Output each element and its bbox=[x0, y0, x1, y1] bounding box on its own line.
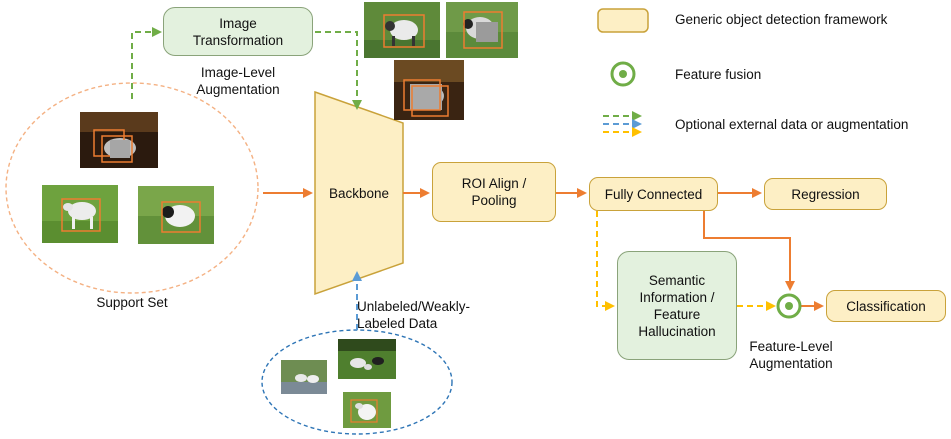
sheep-photo bbox=[446, 2, 518, 58]
legend-framework-label: Generic object detection framework bbox=[675, 12, 888, 27]
backbone-trapezoid bbox=[314, 90, 404, 296]
sheep-photo bbox=[338, 339, 396, 379]
roi-align-box: ROI Align / Pooling bbox=[432, 162, 556, 222]
sheep-photo bbox=[364, 2, 440, 58]
roi-align-label: ROI Align / Pooling bbox=[461, 176, 527, 208]
backbone-label: Backbone bbox=[328, 186, 390, 201]
sheep-photo bbox=[281, 360, 327, 394]
semantic-information-label: Semantic Information / Feature Hallucina… bbox=[638, 272, 716, 339]
fully-connected-label: Fully Connected bbox=[604, 186, 703, 202]
image-transformation-label: Image Transformation bbox=[192, 15, 284, 48]
feature-level-augmentation-label: Feature-Level Augmentation bbox=[749, 339, 833, 371]
legend-dashed-arrows-icon bbox=[603, 111, 642, 137]
sheep-photo bbox=[343, 392, 391, 428]
image-transformation-box: Image Transformation bbox=[163, 7, 313, 56]
sheep-photo bbox=[138, 186, 214, 244]
green-arrow-to-backbone bbox=[315, 31, 362, 110]
sheep-photo bbox=[80, 112, 158, 168]
legend-optional-label: Optional external data or augmentation bbox=[675, 117, 909, 132]
unlabeled-data-label: Unlabeled/Weakly- Labeled Data bbox=[357, 299, 471, 331]
yellow-arrow-to-semantic bbox=[596, 211, 615, 311]
semantic-information-box: Semantic Information / Feature Hallucina… bbox=[617, 251, 737, 360]
regression-label: Regression bbox=[791, 186, 860, 202]
legend-fusion-label: Feature fusion bbox=[675, 67, 762, 82]
classification-box: Classification bbox=[826, 290, 946, 322]
legend-fusion-icon bbox=[610, 61, 636, 87]
green-arrow-to-transformation bbox=[131, 27, 162, 99]
support-set-ellipse bbox=[5, 82, 259, 294]
image-level-augmentation-label: Image-Level Augmentation bbox=[196, 65, 280, 97]
regression-box: Regression bbox=[764, 178, 887, 210]
fully-connected-box: Fully Connected bbox=[589, 177, 718, 211]
sheep-photo bbox=[394, 60, 464, 120]
feature-fusion-icon bbox=[776, 293, 802, 319]
sheep-photo bbox=[42, 185, 118, 243]
classification-label: Classification bbox=[846, 298, 926, 314]
support-set-label: Support Set bbox=[96, 295, 168, 310]
legend-framework-swatch bbox=[597, 8, 649, 33]
arrow-fc-to-fusion bbox=[703, 211, 795, 291]
